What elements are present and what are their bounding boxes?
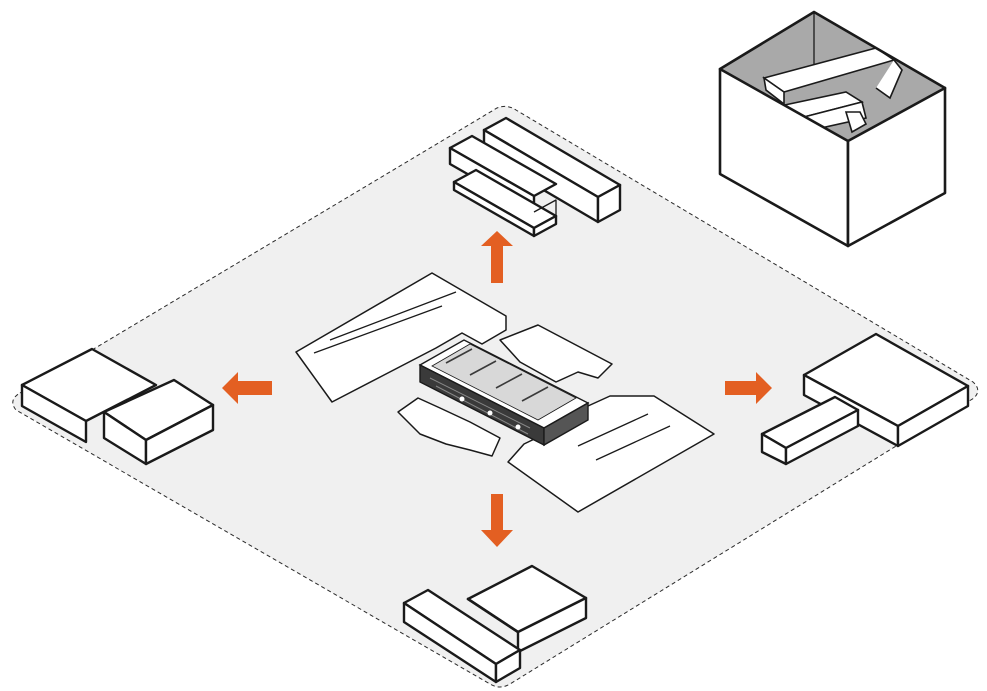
arrow-left	[222, 372, 272, 404]
unfolded-box-flaps	[295, 272, 715, 513]
foam-blocks-right	[760, 332, 970, 466]
arrow-up	[481, 231, 513, 283]
foam-blocks-top	[448, 116, 622, 238]
arrow-right	[725, 372, 772, 404]
foam-blocks-bottom	[402, 564, 588, 684]
foam-blocks-left	[20, 347, 215, 466]
open-shipping-box	[718, 10, 947, 248]
rack-device	[418, 339, 590, 447]
arrow-down	[481, 494, 513, 547]
